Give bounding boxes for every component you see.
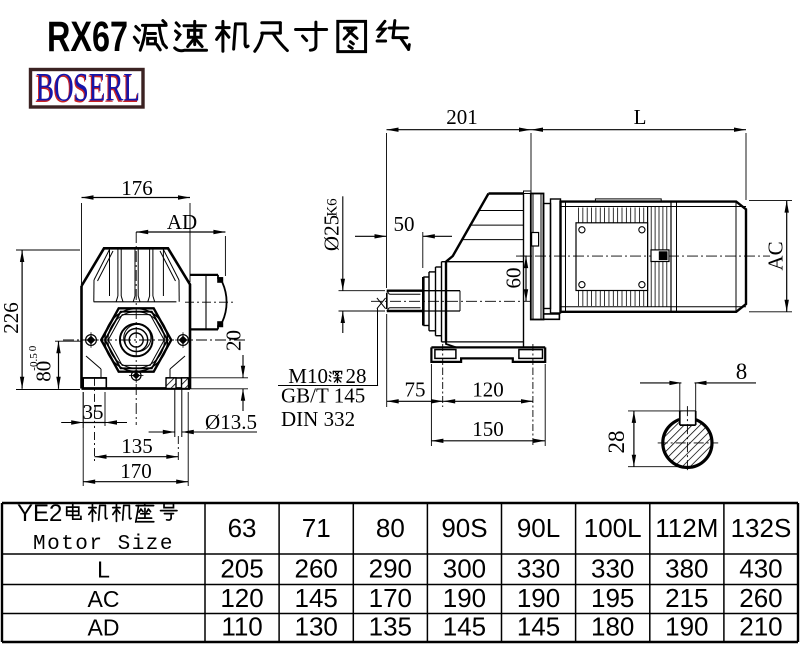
svg-text:330: 330 xyxy=(517,554,560,584)
svg-text:0: 0 xyxy=(27,345,39,351)
svg-text:YE2: YE2 xyxy=(17,500,62,527)
svg-text:GB/T 145: GB/T 145 xyxy=(281,384,365,408)
svg-text:201: 201 xyxy=(446,105,478,129)
svg-text:290: 290 xyxy=(369,554,412,584)
svg-text:8: 8 xyxy=(736,359,748,384)
svg-text:50: 50 xyxy=(394,212,415,236)
svg-text:28: 28 xyxy=(604,431,629,454)
svg-text:190: 190 xyxy=(665,612,708,642)
svg-text:60: 60 xyxy=(501,268,525,289)
svg-text:28: 28 xyxy=(346,364,367,388)
svg-text:145: 145 xyxy=(517,612,560,642)
svg-text:135: 135 xyxy=(121,434,153,458)
svg-text:20: 20 xyxy=(221,330,245,351)
svg-text:170: 170 xyxy=(369,583,412,613)
svg-text:80: 80 xyxy=(376,513,405,543)
svg-text:300: 300 xyxy=(443,554,486,584)
svg-text:260: 260 xyxy=(295,554,338,584)
svg-text:170: 170 xyxy=(120,459,152,483)
svg-text:35: 35 xyxy=(83,400,104,424)
svg-text:130: 130 xyxy=(295,612,338,642)
svg-text:AD: AD xyxy=(88,615,120,641)
svg-text:Motor Size: Motor Size xyxy=(33,533,174,556)
svg-text:380: 380 xyxy=(665,554,708,584)
svg-text:145: 145 xyxy=(443,612,486,642)
svg-text:71: 71 xyxy=(302,513,331,543)
svg-text:190: 190 xyxy=(443,583,486,613)
svg-text:145: 145 xyxy=(295,583,338,613)
svg-text:M10: M10 xyxy=(288,364,328,388)
svg-text:260: 260 xyxy=(739,583,782,613)
svg-text:120: 120 xyxy=(472,378,504,402)
svg-text:205: 205 xyxy=(220,554,263,584)
svg-text:110: 110 xyxy=(221,612,262,642)
svg-text:132S: 132S xyxy=(731,513,792,543)
svg-text:BOSERL: BOSERL xyxy=(36,65,140,110)
svg-text:120: 120 xyxy=(220,583,263,613)
svg-text:BOSERL: BOSERL xyxy=(35,66,139,111)
svg-text:-0.5: -0.5 xyxy=(28,353,40,371)
svg-text:195: 195 xyxy=(591,583,634,613)
svg-text:430: 430 xyxy=(739,554,782,584)
svg-text:DIN 332: DIN 332 xyxy=(281,407,355,431)
svg-text:90S: 90S xyxy=(441,513,487,543)
svg-text:176: 176 xyxy=(121,176,153,200)
svg-text:K6: K6 xyxy=(324,198,340,217)
svg-text:Ø13.5: Ø13.5 xyxy=(205,410,257,434)
svg-text:L: L xyxy=(634,105,647,129)
svg-text:112M: 112M xyxy=(655,513,718,543)
svg-text:AD: AD xyxy=(167,210,197,234)
svg-text:AC: AC xyxy=(763,241,787,270)
svg-text:180: 180 xyxy=(591,612,634,642)
svg-text:150: 150 xyxy=(472,417,504,441)
svg-text:135: 135 xyxy=(369,612,412,642)
svg-text:90L: 90L xyxy=(517,513,560,543)
svg-text:210: 210 xyxy=(739,612,782,642)
svg-text:L: L xyxy=(97,557,110,583)
svg-text:AC: AC xyxy=(88,586,120,612)
svg-text:RX67: RX67 xyxy=(47,13,128,61)
svg-text:63: 63 xyxy=(228,513,257,543)
svg-text:80: 80 xyxy=(31,361,55,382)
svg-text:215: 215 xyxy=(665,583,708,613)
svg-text:100L: 100L xyxy=(584,513,642,543)
svg-text:Ø25: Ø25 xyxy=(319,215,343,251)
svg-text:226: 226 xyxy=(0,302,23,334)
svg-text:330: 330 xyxy=(591,554,634,584)
svg-text:75: 75 xyxy=(405,378,426,402)
svg-text:190: 190 xyxy=(517,583,560,613)
